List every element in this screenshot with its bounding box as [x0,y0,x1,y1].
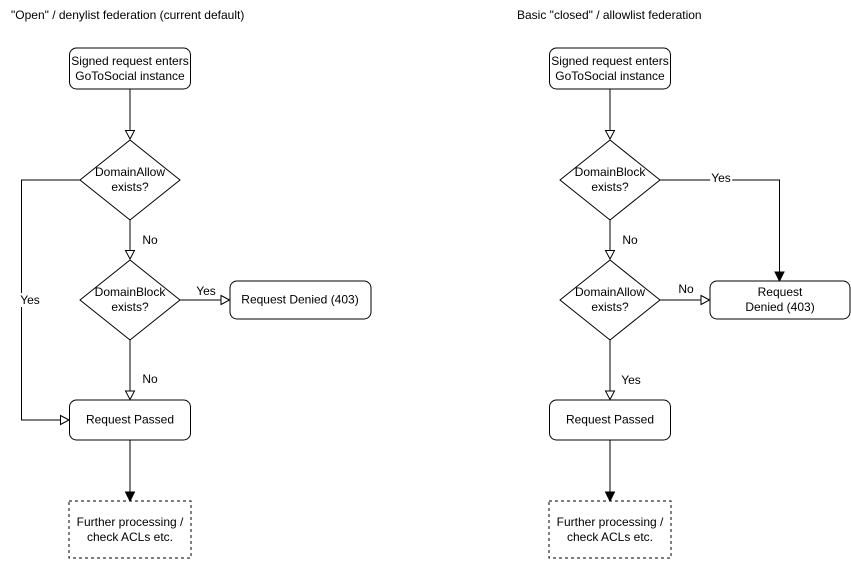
left-passed-label: Request Passed [85,412,175,427]
start-node [549,47,671,90]
right-start-label: Signed request enters GoToSocial instanc… [551,54,669,83]
right-further-label: Further processing / check ACLs etc. [556,515,664,544]
right-yes-edge-label: Yes [710,171,732,185]
open-arrowhead-icon [604,390,616,401]
decision2-diamond [79,259,181,341]
left-denied-label: Request Denied (403) [241,292,359,307]
open-arrowhead-icon [604,130,616,141]
left-no-edge-label: No [141,233,159,247]
left-no2-edge-label: No [141,372,159,386]
right-denied-label: Request Denied (403) [745,285,815,314]
right-decision1-label: DomainBlock exists? [574,165,646,194]
left-further-label: Further processing / check ACLs etc. [76,515,184,544]
left-start-label: Signed request enters GoToSocial instanc… [71,54,189,83]
open-arrowhead-icon [60,414,71,426]
right-passed-label: Request Passed [565,412,655,427]
right-yes2-edge-label: Yes [620,373,642,387]
open-arrowhead-icon [220,294,231,306]
edge-yes-to-denied [660,179,780,273]
right-no2-edge-label: No [677,282,695,296]
passed-node [69,399,191,441]
right-no-edge-label: No [621,233,639,247]
passed-node [549,399,671,441]
left-diagram-title: "Open" / denylist federation (current de… [11,8,245,22]
open-arrowhead-icon [124,250,136,261]
decision1-diamond [559,139,661,221]
decision2-diamond [559,259,661,341]
flowchart-right [548,47,851,559]
open-arrowhead-icon [604,250,616,261]
further-processing-node [548,500,672,559]
open-arrowhead-icon [124,130,136,141]
denied-node [229,280,372,320]
left-decision2-label: DomainBlock exists? [94,285,166,314]
open-arrowhead-icon [700,294,711,306]
denied-node [709,280,851,320]
left-decision1-label: DomainAllow exists? [94,165,166,194]
right-decision2-label: DomainAllow exists? [574,285,646,314]
start-node [69,47,191,90]
further-processing-node [68,500,192,559]
filled-arrowhead-icon [604,491,616,503]
right-diagram-title: Basic "closed" / allowlist federation [517,8,702,22]
left-yes-edge-label: Yes [195,284,217,298]
open-arrowhead-icon [124,390,136,401]
filled-arrowhead-icon [124,491,136,503]
left-yes-loop-edge-label: Yes [19,293,41,307]
filled-arrowhead-icon [774,271,785,283]
decision1-diamond [79,139,181,221]
